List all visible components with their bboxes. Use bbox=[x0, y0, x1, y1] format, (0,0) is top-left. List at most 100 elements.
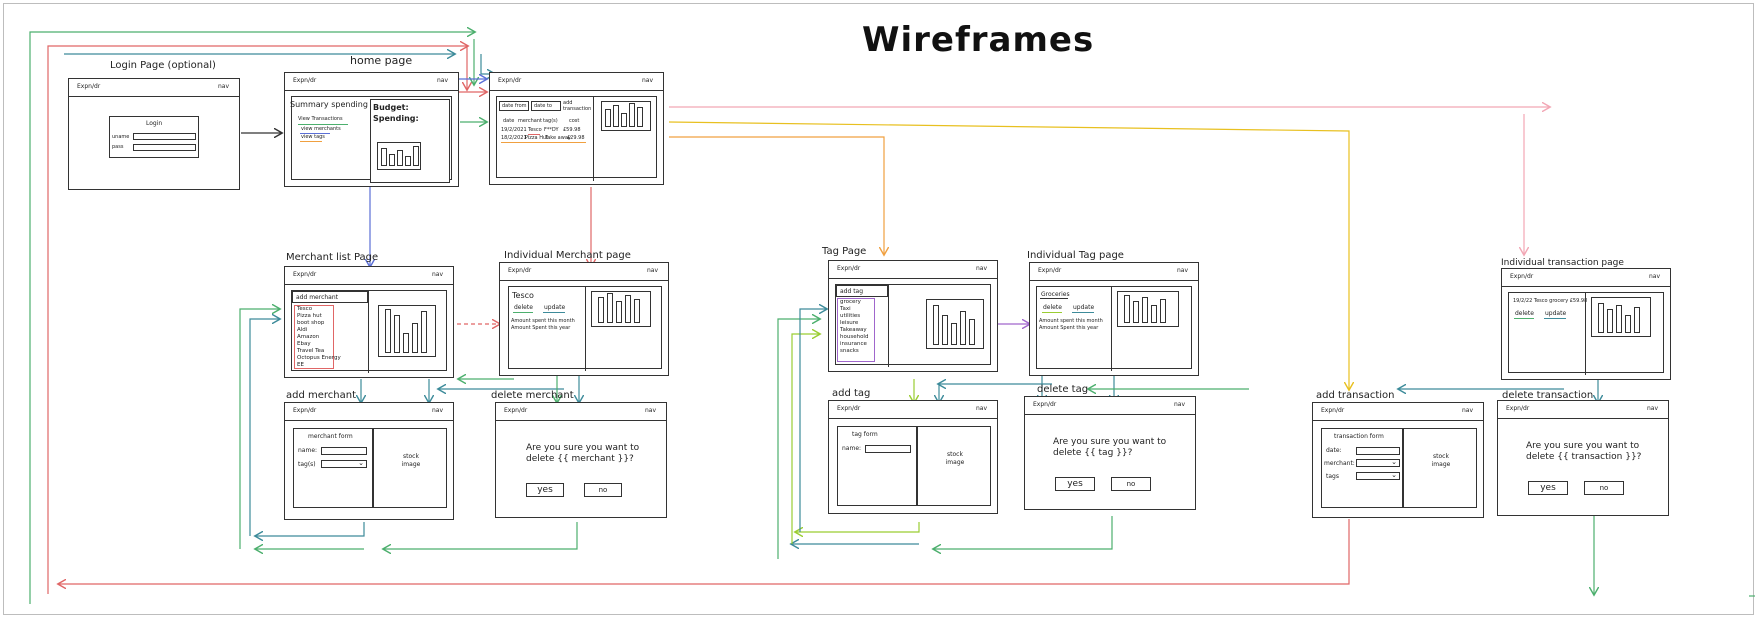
link-view-transactions[interactable]: View Transactions bbox=[298, 116, 343, 122]
nav-label: nav bbox=[431, 407, 443, 414]
col-cost: cost bbox=[569, 118, 580, 124]
wireframe-add-merchant: Expn/dr nav merchant form name: tag(s) ⌄… bbox=[284, 402, 454, 520]
diagram-board: Wireframes Login Page (optional) Expn/dr… bbox=[3, 3, 1755, 615]
frame-title-individual-merchant: Individual Merchant page bbox=[504, 250, 631, 261]
tag-list-item[interactable]: utilities bbox=[840, 313, 861, 319]
update-tag-link[interactable]: update bbox=[1073, 304, 1095, 311]
no-button[interactable]: no bbox=[1584, 481, 1624, 495]
tag-form: tag form name: bbox=[837, 426, 917, 506]
tag-list-item[interactable]: Taxi bbox=[840, 306, 851, 312]
merchant-name-input[interactable] bbox=[321, 447, 367, 455]
add-tag-button[interactable]: add tag bbox=[836, 285, 888, 297]
merchant-list-item[interactable]: Aldi bbox=[297, 327, 308, 333]
transaction-summary: 19/2/22 Tesco grocery £59.98 bbox=[1513, 298, 1588, 304]
logo: Expn/dr bbox=[293, 407, 317, 414]
login-panel: Login uname pass bbox=[109, 116, 199, 158]
row2-cost: £29.98 bbox=[567, 135, 585, 141]
nav-label: nav bbox=[1173, 401, 1185, 408]
no-button[interactable]: no bbox=[1111, 477, 1151, 491]
row2-merchant[interactable]: Pizza Hut bbox=[525, 135, 549, 141]
delete-transaction-link[interactable]: delete bbox=[1515, 310, 1534, 317]
username-label: uname bbox=[112, 134, 130, 140]
tag-chart bbox=[1117, 291, 1179, 327]
wireframe-delete-merchant: Expn/dr nav Are you sure you want to del… bbox=[495, 402, 667, 518]
frame-title-login: Login Page (optional) bbox=[110, 60, 216, 71]
logo: Expn/dr bbox=[1506, 405, 1530, 412]
diagram-title: Wireframes bbox=[862, 20, 1095, 60]
row1-merchant[interactable]: Tesco bbox=[528, 127, 542, 133]
date-label: date: bbox=[1326, 447, 1342, 454]
yes-button[interactable]: yes bbox=[1528, 481, 1568, 495]
delete-merchant-question: Are you sure you want to delete {{ merch… bbox=[526, 443, 640, 464]
home-bar-chart bbox=[377, 142, 421, 170]
logo: Expn/dr bbox=[508, 267, 532, 274]
merchant-amount-month: Amount spent this month bbox=[511, 318, 575, 324]
tag-name-input[interactable] bbox=[865, 445, 911, 453]
merchant-list-item[interactable]: Tesco bbox=[297, 306, 313, 312]
merchant-list-item[interactable]: Travel Tea bbox=[297, 348, 325, 354]
tag-list-item[interactable]: insurance bbox=[840, 341, 867, 347]
password-input[interactable] bbox=[133, 144, 196, 151]
merchant-amount-year: Amount Spent this year bbox=[511, 325, 571, 331]
wireframe-transactions: Expn/dr nav date from date to add transa… bbox=[489, 72, 664, 185]
logo: Expn/dr bbox=[293, 271, 317, 278]
col-tags: tag(s) bbox=[543, 118, 558, 124]
merchant-list-item[interactable]: boot shop bbox=[297, 320, 325, 326]
merchant-chart bbox=[591, 291, 651, 327]
tags-label: tags bbox=[1326, 473, 1339, 480]
wireframe-delete-transaction: Expn/dr nav Are you sure you want to del… bbox=[1497, 400, 1669, 516]
transaction-merchant-select[interactable]: ⌄ bbox=[1356, 458, 1400, 467]
merchant-form: merchant form name: tag(s) ⌄ bbox=[293, 428, 373, 508]
transaction-chart bbox=[1591, 297, 1651, 337]
wireframe-home: Expn/dr nav Summary spending View Transa… bbox=[284, 72, 459, 187]
add-transaction-link[interactable]: add transaction bbox=[563, 100, 592, 112]
frame-title-merchant-list: Merchant list Page bbox=[286, 252, 379, 263]
username-input[interactable] bbox=[133, 133, 196, 140]
budget-panel: Budget: Spending: bbox=[370, 99, 450, 183]
row1-cost: £59.98 bbox=[563, 127, 581, 133]
transaction-tags-select[interactable]: ⌄ bbox=[1356, 471, 1400, 480]
nav-label: nav bbox=[646, 267, 658, 274]
update-merchant-link[interactable]: update bbox=[544, 304, 566, 311]
add-merchant-button[interactable]: add merchant bbox=[292, 291, 368, 303]
wireframe-individual-merchant: Expn/dr nav Tesco delete update Amount s… bbox=[499, 262, 669, 376]
delete-merchant-link[interactable]: delete bbox=[514, 304, 533, 311]
merchant-list-item[interactable]: Ebay bbox=[297, 341, 311, 347]
merchant-tags-select[interactable]: ⌄ bbox=[321, 459, 367, 468]
row2-tags[interactable]: Take away bbox=[545, 135, 571, 141]
delete-tag-link[interactable]: delete bbox=[1043, 304, 1062, 311]
date-to-filter[interactable]: date to bbox=[531, 101, 561, 111]
row1-tags[interactable]: F**DY bbox=[544, 127, 559, 133]
merchant-list-item[interactable]: Amazon bbox=[297, 334, 320, 340]
logo: Expn/dr bbox=[498, 77, 522, 84]
update-transaction-link[interactable]: update bbox=[1545, 310, 1567, 317]
tag-list-item[interactable]: grocery bbox=[840, 299, 861, 305]
flow-arrows bbox=[29, 4, 1755, 604]
budget-label: Budget: bbox=[373, 103, 409, 112]
no-button[interactable]: no bbox=[584, 483, 622, 497]
tag-list-item[interactable]: leisure bbox=[840, 320, 859, 326]
frame-title-delete-merchant: delete merchant bbox=[491, 390, 574, 401]
nav-label: nav bbox=[641, 77, 653, 84]
transactions-chart bbox=[601, 101, 651, 131]
tag-list-item[interactable]: household bbox=[840, 334, 869, 340]
wireframe-individual-tag: Expn/dr nav Groceries delete update Amou… bbox=[1029, 262, 1199, 376]
date-from-filter[interactable]: date from bbox=[499, 101, 529, 111]
form-title: transaction form bbox=[1334, 433, 1384, 440]
merchant-label: merchant: bbox=[1324, 460, 1355, 467]
yes-button[interactable]: yes bbox=[526, 483, 564, 497]
merchant-list-item[interactable]: Pizza hut bbox=[297, 313, 322, 319]
yes-button[interactable]: yes bbox=[1055, 477, 1095, 491]
frame-title-delete-transaction: delete transaction bbox=[1502, 390, 1594, 401]
tag-list-item[interactable]: snacks bbox=[840, 348, 859, 354]
merchant-list-item[interactable]: EE bbox=[297, 362, 304, 368]
merchant-list-item[interactable]: Octopus Energy bbox=[297, 355, 341, 361]
nav-label: nav bbox=[217, 83, 229, 90]
nav-label: nav bbox=[1176, 267, 1188, 274]
tag-list-item[interactable]: Takeaway bbox=[840, 327, 867, 333]
transaction-date-input[interactable] bbox=[1356, 447, 1400, 455]
chevron-down-icon: ⌄ bbox=[358, 459, 364, 467]
link-view-merchants[interactable]: view merchants bbox=[301, 126, 341, 132]
link-view-tags[interactable]: view tags bbox=[301, 134, 325, 140]
